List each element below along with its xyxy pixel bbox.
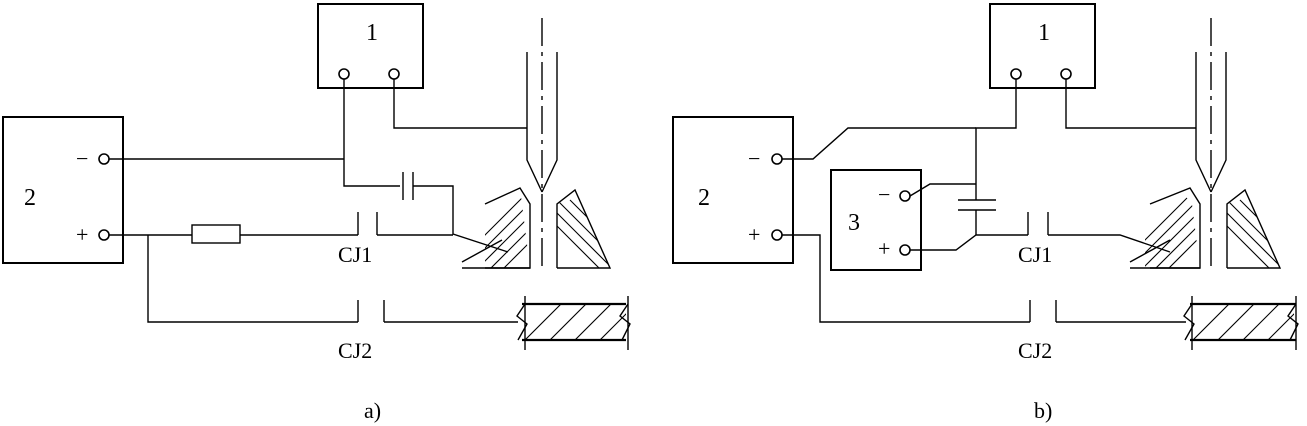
box-2-b-terminal-plus [771,229,783,241]
box-1-b [989,3,1096,89]
box-1-a-label: 1 [366,20,378,46]
box-3-b-label: 3 [848,210,860,236]
resistor-a [191,224,241,244]
nozzle-b-right [1226,188,1282,269]
box-2-a-minus-sign: − [76,146,88,171]
switch-cj2-a-label: CJ2 [338,338,372,363]
box-1-a-terminal-right [388,68,400,80]
box-3-b-terminal-plus [899,244,911,256]
switch-cj1-b-label: CJ1 [1018,242,1052,267]
nozzle-a-right [556,188,612,269]
diagram-a: 1 2 − + [2,3,631,423]
box-3-b-plus-sign: + [878,236,890,261]
box-1-b-label: 1 [1038,20,1050,46]
switch-cj2-b-label: CJ2 [1018,338,1052,363]
box-2-a [2,116,124,264]
box-2-b-minus-sign: − [748,146,760,171]
box-2-a-label: 2 [24,185,36,211]
box-2-b-label: 2 [698,185,710,211]
diagram-a-caption: a) [364,398,381,423]
box-3-b-minus-sign: − [878,182,890,207]
box-2-a-plus-sign: + [76,222,88,247]
nozzle-a-left [461,187,531,269]
workpiece-a [516,296,631,350]
box-2-a-terminal-plus [98,229,110,241]
box-1-a-terminal-left [338,68,350,80]
box-3-b-terminal-minus [899,190,911,202]
wires-a [109,79,527,323]
box-1-a [317,3,424,89]
box-2-b-plus-sign: + [748,222,760,247]
box-1-b-terminal-right [1060,68,1072,80]
box-2-b-terminal-minus [771,153,783,165]
torch-a [526,18,558,268]
workpiece-b [1183,296,1299,350]
diagram-b: 1 2 − + 3 − + [672,3,1299,423]
diagram-b-caption: b) [1034,398,1052,423]
switch-cj1-a-label: CJ1 [338,242,372,267]
box-2-b [672,116,794,264]
box-2-a-terminal-minus [98,153,110,165]
wires-b [782,79,1196,323]
nozzle-b-left [1129,187,1201,269]
box-1-b-terminal-left [1010,68,1022,80]
torch-b [1195,18,1227,268]
